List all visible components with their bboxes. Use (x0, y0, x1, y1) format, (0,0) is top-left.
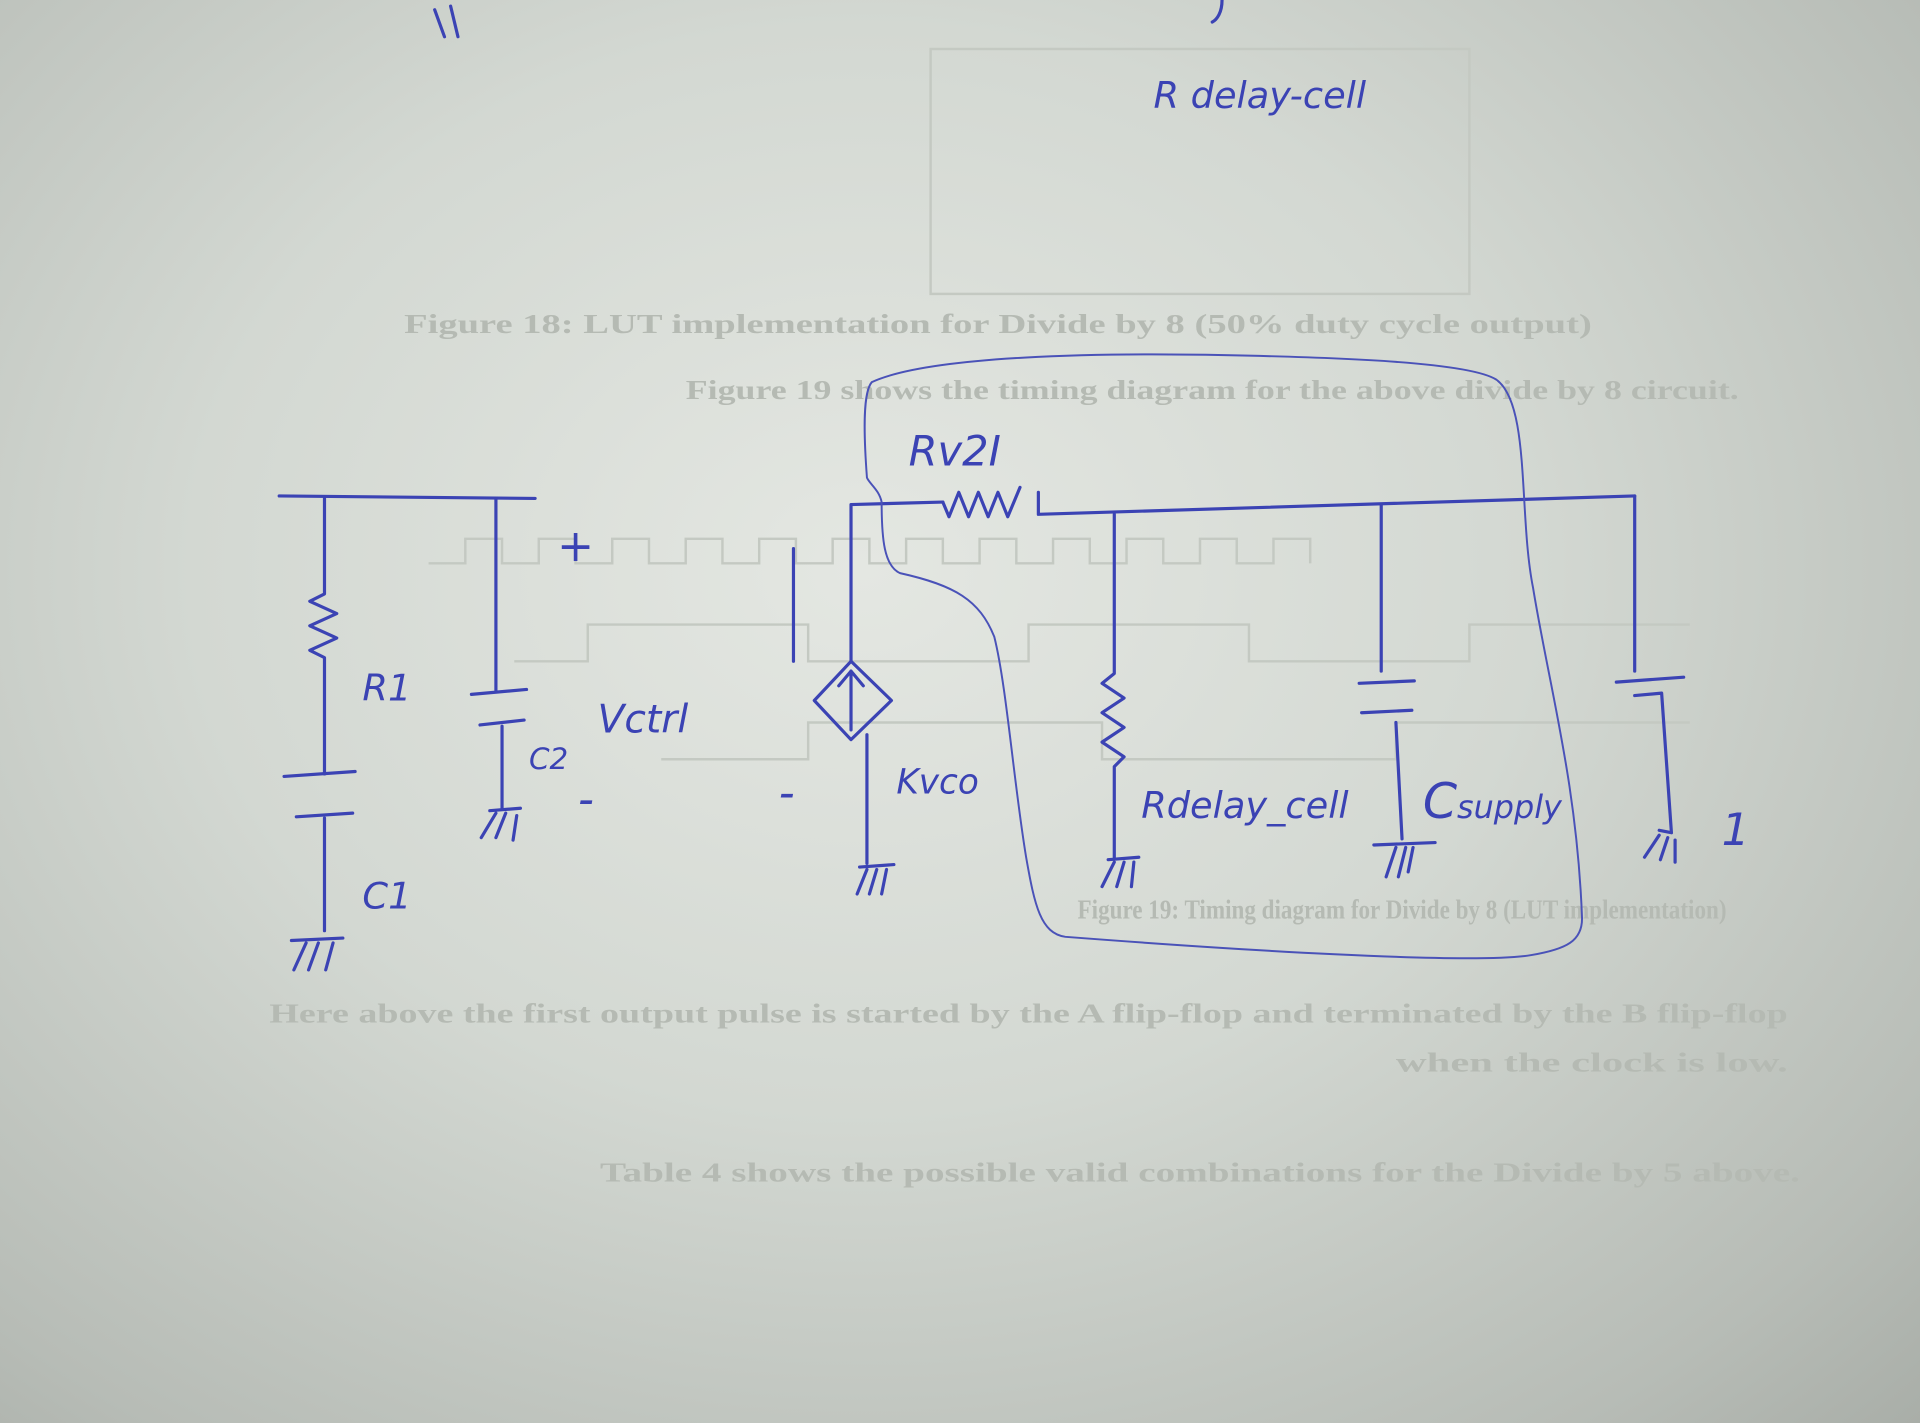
ground-source (855, 862, 896, 896)
resistor-rv2i (941, 485, 1637, 519)
vctrl-label: Vctrl (598, 697, 689, 742)
ghost-text-6: Table 4 shows the possible valid combina… (600, 1158, 1800, 1188)
csupply-c: C (1423, 773, 1458, 830)
right-mark: 1 (1722, 805, 1750, 856)
c2-label: C2 (529, 742, 568, 776)
top-scribble-right (1210, 0, 1224, 24)
kvco-label: Kvco (896, 763, 979, 803)
rv2i-label: Rv2I (909, 426, 1001, 475)
ground-csupply (1384, 845, 1415, 879)
title-note: R delay-cell (1153, 74, 1366, 117)
ground-c1 (289, 936, 345, 972)
vco-supply-circuit: - Kvco Rv2I Rdelay_cell Csupply 1 (779, 353, 1750, 960)
resistor-rdelay-cell (1100, 512, 1126, 859)
dependent-current-source (812, 659, 894, 742)
csupply-label: Csupply (1423, 773, 1563, 830)
r1-label: R1 (362, 666, 411, 709)
ghost-text-3: Figure 19: Timing diagram for Divide by … (1078, 894, 1727, 924)
ghost-text-4: Here above the first output pulse is sta… (269, 999, 1787, 1029)
csupply-subscript: supply (1457, 788, 1563, 826)
capacitor-csupply (1357, 502, 1437, 847)
resistor-r1 (308, 496, 339, 776)
c1-label: C1 (362, 875, 411, 918)
loop-filter-circuit: R1 C1 C2 + - Vctrl (277, 494, 689, 972)
ghost-text-5: when the clock is low. (1396, 1048, 1788, 1078)
vctrl-minus: - (578, 774, 594, 825)
show-through-layer: Figure 18: LUT implementation for Divide… (269, 47, 1800, 1188)
ground-rdelay (1100, 855, 1141, 889)
top-scribble-left (433, 4, 460, 39)
capacitor-right (1614, 494, 1686, 835)
ghost-text-1: Figure 18: LUT implementation for Divide… (404, 309, 1592, 339)
capacitor-c2 (469, 496, 529, 810)
ghost-figure-box (929, 47, 1471, 296)
wire-source-top (849, 500, 945, 663)
capacitor-c1 (282, 769, 357, 933)
rdelay-cell-label: Rdelay_cell (1141, 784, 1349, 827)
enclosure-outline (863, 353, 1584, 960)
ghost-text-2: Figure 19 shows the timing diagram for t… (686, 375, 1739, 405)
ground-c2 (479, 806, 522, 842)
ground-right (1642, 833, 1677, 864)
top-wire (277, 494, 537, 501)
source-minus: - (779, 768, 795, 819)
vctrl-plus: + (557, 521, 594, 572)
